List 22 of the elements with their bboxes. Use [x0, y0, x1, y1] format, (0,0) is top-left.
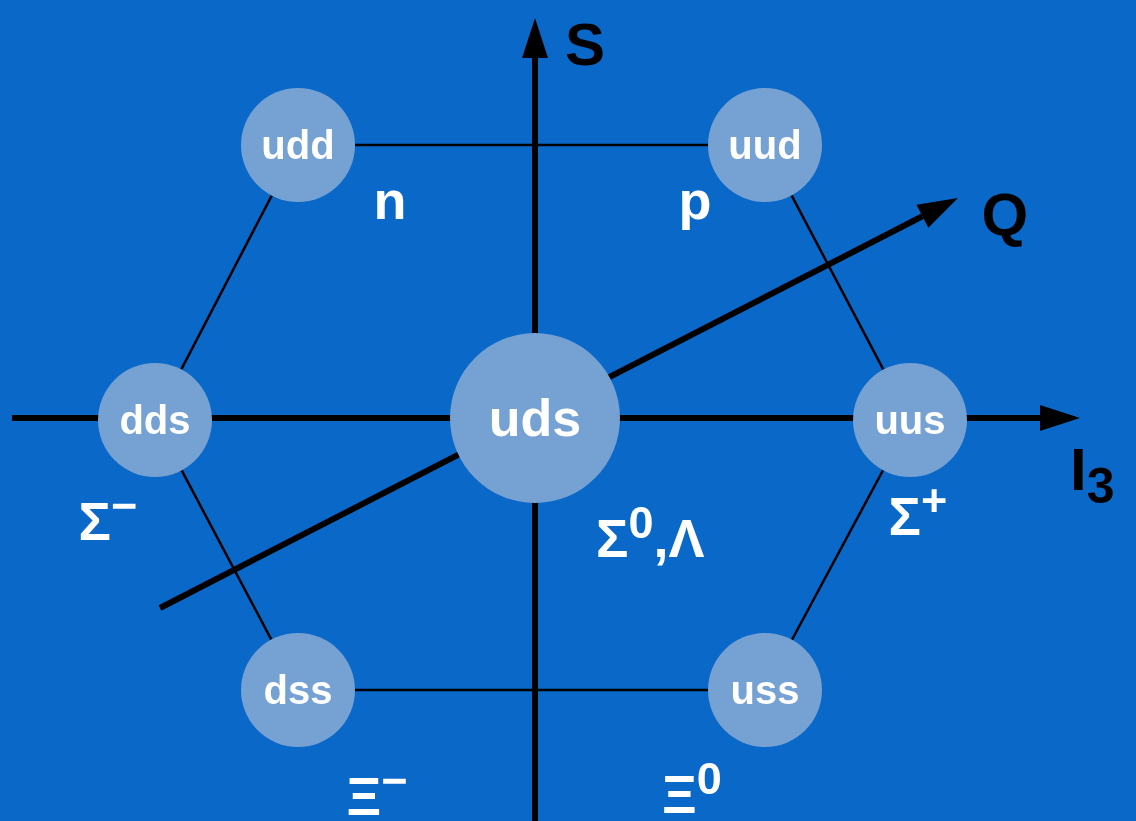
- particle-label: Σ$^{−}$: [78, 482, 138, 548]
- quark-label: uds: [488, 388, 582, 448]
- quark-label: uus: [874, 397, 946, 443]
- edge-line: [355, 143, 708, 147]
- axis-label: Q: [981, 185, 1029, 245]
- particle-label: Σ$^{0}$,Λ: [596, 499, 705, 565]
- axis-label: S: [565, 15, 606, 75]
- particle-label: Ξ$^{0}$: [662, 755, 722, 821]
- quark-label: uss: [730, 667, 800, 713]
- edge-line: [355, 688, 708, 692]
- quark-label: uud: [728, 122, 802, 168]
- edge-line: [180, 469, 273, 641]
- edge-line: [790, 194, 885, 371]
- quark-label: udd: [261, 122, 335, 168]
- particle-label: Σ$^{+}$: [888, 477, 948, 543]
- edge-line: [180, 195, 273, 370]
- quark-label: dss: [263, 667, 333, 713]
- quark-label: dds: [119, 397, 191, 443]
- edge-line: [790, 469, 885, 641]
- axis-label: I$_{3}$: [1070, 439, 1115, 511]
- particle-label: n: [373, 173, 407, 227]
- particle-label: Ξ$^{−}$: [346, 757, 408, 821]
